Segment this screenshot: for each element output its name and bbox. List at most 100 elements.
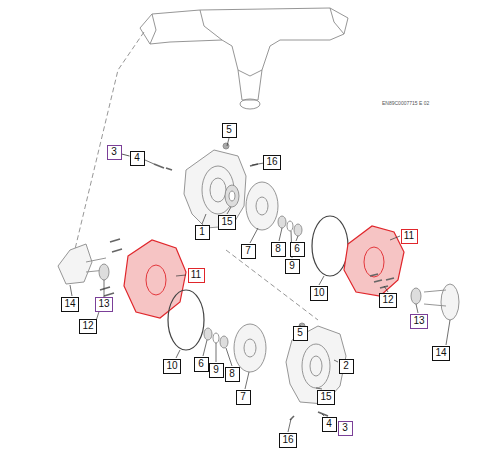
callout-number: 13 [98, 298, 109, 310]
callout-box: 14 [61, 297, 79, 312]
callout-number: 3 [342, 422, 348, 434]
assembly-line [70, 32, 144, 270]
bearing [229, 191, 235, 201]
callout-box: 13 [95, 297, 113, 312]
callout-box: 12 [379, 293, 397, 308]
ring [220, 336, 228, 348]
callout-number: 10 [166, 360, 177, 372]
red-cover [124, 240, 186, 318]
callout-box: 15 [317, 390, 335, 405]
parts [58, 8, 459, 420]
gear-disk [256, 197, 268, 215]
callout-number: 5 [226, 124, 232, 136]
callout-number: 8 [275, 243, 281, 255]
callout-number: 4 [134, 152, 140, 164]
callout-box: 4 [130, 151, 145, 166]
callout-box: 1 [195, 225, 210, 240]
callout-box: 12 [79, 319, 97, 334]
callout-number: 14 [435, 347, 446, 359]
callout-box: 11 [401, 229, 418, 244]
plug [223, 143, 229, 149]
callout-number: 14 [64, 298, 75, 310]
axle-housing [240, 99, 260, 109]
flange [424, 290, 446, 306]
bolt [100, 239, 122, 296]
hub-carrier [184, 150, 246, 228]
ring [294, 224, 302, 236]
callout-box: 3 [338, 421, 353, 436]
bearing [225, 185, 239, 207]
axle-housing [150, 8, 344, 100]
callout-box: 2 [339, 359, 354, 374]
ring [213, 333, 219, 343]
callout-box: 7 [241, 244, 256, 259]
callout-number: 12 [82, 320, 93, 332]
callout-box: 6 [194, 357, 209, 372]
callout-number: 6 [198, 358, 204, 370]
callout-number: 2 [343, 360, 349, 372]
callout-number: 9 [289, 260, 295, 272]
hub-carrier [302, 344, 330, 388]
callout-box: 16 [279, 433, 297, 448]
red-cover [146, 265, 166, 295]
leader-connector [122, 154, 130, 156]
o-ring [168, 290, 204, 350]
hub-carrier [210, 178, 226, 202]
callout-box: 10 [310, 286, 328, 301]
callout-number: 16 [266, 156, 277, 168]
ring [204, 328, 212, 340]
gear-disk [234, 324, 266, 372]
callout-box: 10 [163, 359, 181, 374]
callout-box: 16 [263, 155, 281, 170]
callout-number: 8 [229, 368, 235, 380]
callout-number: 13 [413, 315, 424, 327]
callout-number: 11 [404, 230, 414, 242]
flange [58, 244, 92, 284]
callout-number: 12 [382, 294, 393, 306]
bolt [318, 412, 328, 416]
leader-lines [70, 138, 450, 432]
o-ring [312, 216, 348, 276]
callout-number: 1 [199, 226, 205, 238]
seal [411, 288, 421, 304]
callout-box: 5 [222, 123, 237, 138]
red-cover [344, 226, 404, 296]
callout-box: 5 [293, 326, 308, 341]
callout-box: 9 [285, 259, 300, 274]
callout-number: 4 [326, 418, 332, 430]
callout-number: 6 [294, 243, 300, 255]
callout-box: 15 [218, 215, 236, 230]
callout-box: 9 [209, 363, 224, 378]
callout-box: 7 [236, 390, 251, 405]
hub-carrier [310, 356, 322, 376]
flange [441, 284, 459, 320]
assembly-line [226, 250, 318, 320]
callout-number: 15 [221, 216, 232, 228]
callout-box: 3 [107, 145, 122, 160]
callout-box: 6 [290, 242, 305, 257]
axle-housing [140, 8, 348, 76]
callout-box: 8 [225, 367, 240, 382]
callout-number: 16 [282, 434, 293, 446]
red-cover [364, 247, 384, 277]
callout-number: 3 [111, 146, 117, 158]
drawing-number: EN89C0007715 E 02 [382, 100, 429, 106]
callout-box: 11 [188, 268, 205, 283]
callout-number: 11 [191, 269, 201, 281]
callout-box: 4 [322, 417, 337, 432]
callout-number: 9 [213, 364, 219, 376]
gear-disk [246, 182, 278, 230]
ring [287, 221, 293, 231]
bolt [154, 164, 172, 170]
callout-number: 15 [320, 391, 331, 403]
callout-number: 10 [313, 287, 324, 299]
bolt [370, 274, 394, 288]
callout-box: 13 [410, 314, 428, 329]
ring [278, 216, 286, 228]
hub-carrier [286, 326, 346, 404]
gear-disk [244, 339, 256, 357]
callout-number: 7 [245, 245, 251, 257]
callout-box: 8 [271, 242, 286, 257]
callout-box: 14 [432, 346, 450, 361]
callout-number: 5 [297, 327, 303, 339]
